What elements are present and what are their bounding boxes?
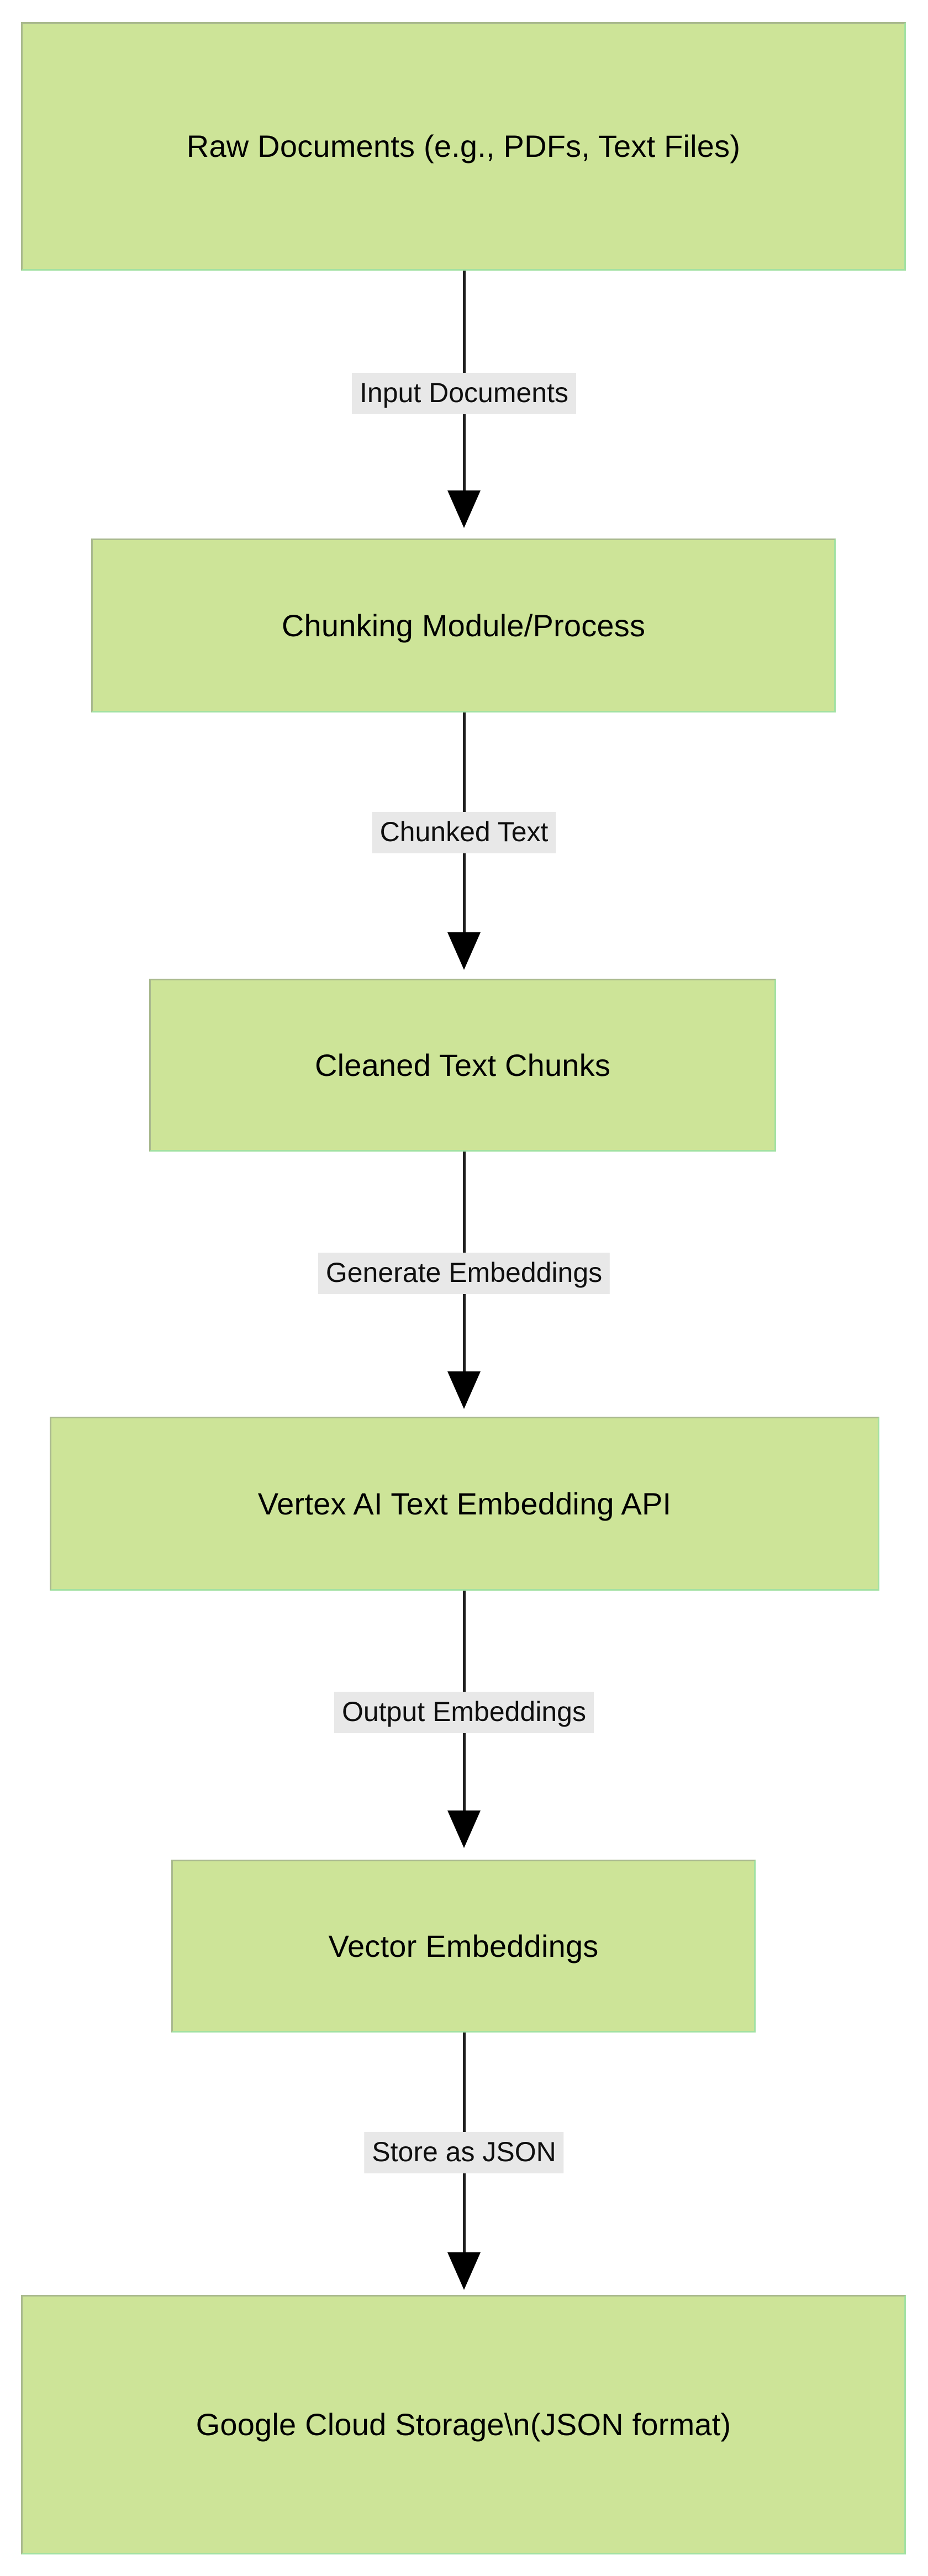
arrowhead-down-icon (447, 490, 481, 528)
node-google-cloud-storage[interactable]: Google Cloud Storage\n(JSON format) (21, 2295, 906, 2554)
arrowhead-down-icon (447, 1810, 481, 1848)
edge-label-chunked-text: Chunked Text (372, 812, 556, 853)
node-cleaned-text-chunks[interactable]: Cleaned Text Chunks (149, 979, 776, 1152)
node-chunking-module-label: Chunking Module/Process (281, 608, 646, 643)
node-vector-embeddings[interactable]: Vector Embeddings (171, 1860, 756, 2033)
edge-label-output-embeddings: Output Embeddings (334, 1692, 594, 1733)
node-vertex-ai-text-embedding-api-label: Vertex AI Text Embedding API (257, 1486, 672, 1521)
node-cleaned-text-chunks-label: Cleaned Text Chunks (314, 1047, 611, 1083)
arrowhead-down-icon (447, 2252, 481, 2290)
edge-label-store-as-json: Store as JSON (364, 2132, 564, 2173)
edge-label-input-documents: Input Documents (352, 373, 576, 414)
arrowhead-down-icon (447, 932, 481, 970)
node-vertex-ai-text-embedding-api[interactable]: Vertex AI Text Embedding API (50, 1417, 879, 1591)
edge-label-generate-embeddings: Generate Embeddings (318, 1253, 610, 1294)
node-google-cloud-storage-label: Google Cloud Storage\n(JSON format) (196, 2407, 731, 2442)
node-raw-documents-label: Raw Documents (e.g., PDFs, Text Files) (186, 129, 741, 163)
node-chunking-module[interactable]: Chunking Module/Process (91, 539, 836, 712)
node-vector-embeddings-label: Vector Embeddings (328, 1928, 599, 1963)
arrowhead-down-icon (447, 1371, 481, 1409)
node-raw-documents[interactable]: Raw Documents (e.g., PDFs, Text Files) (21, 22, 906, 271)
